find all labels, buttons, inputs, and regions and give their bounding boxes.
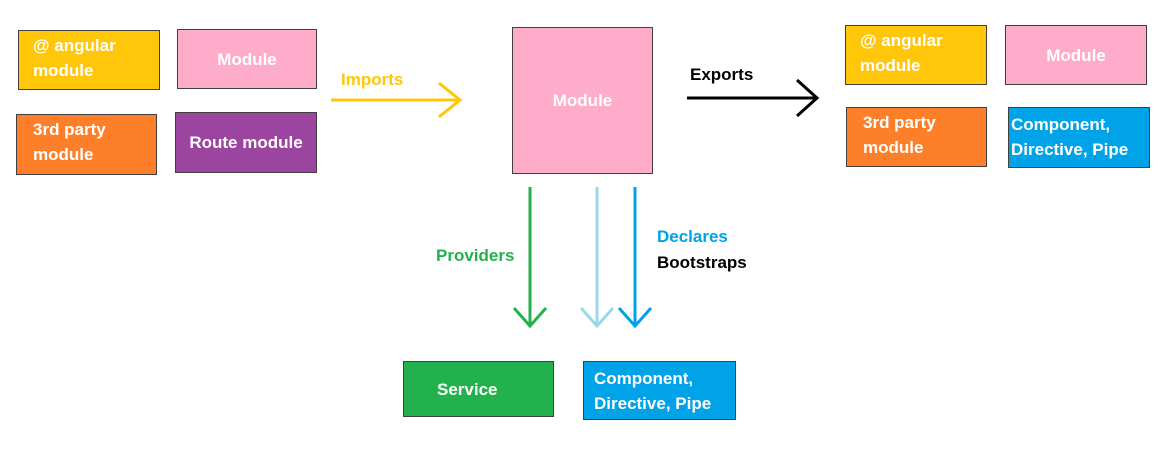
imports-label: Imports	[341, 70, 404, 89]
left-module-text: Module	[217, 49, 277, 69]
center-module-text: Module	[552, 91, 613, 110]
exports-label: Exports	[690, 65, 754, 84]
exports-arrow	[687, 78, 820, 118]
providers-label: Providers	[436, 246, 515, 265]
imports-arrow	[331, 81, 463, 119]
left-route-module-box: Route module	[175, 112, 317, 173]
service-text: Service	[437, 379, 498, 399]
right-third-party-module-box: 3rd party module	[846, 107, 987, 167]
right-third-party-module-text: 3rd party module	[863, 113, 936, 157]
right-module-text: Module	[1046, 45, 1106, 65]
center-module-box: Module	[512, 27, 653, 174]
bootstraps-arrow	[579, 187, 615, 329]
left-third-party-module-text: 3rd party module	[33, 120, 106, 164]
left-module-box: Module	[177, 29, 317, 89]
right-angular-module-text: @ angular module	[860, 31, 943, 75]
bootstraps-label: Bootstraps	[657, 253, 747, 272]
right-angular-module-box: @ angular module	[845, 25, 987, 85]
left-angular-module-text: @ angular module	[33, 36, 116, 80]
service-box: Service	[403, 361, 554, 417]
left-route-module-text: Route module	[189, 133, 303, 152]
bottom-component-box: Component, Directive, Pipe	[583, 361, 736, 420]
declares-arrow	[617, 187, 653, 329]
bottom-component-text: Component, Directive, Pipe	[594, 369, 712, 413]
providers-arrow	[512, 187, 548, 329]
left-angular-module-box: @ angular module	[18, 30, 160, 90]
left-third-party-module-box: 3rd party module	[16, 114, 157, 175]
right-component-text: Component, Directive, Pipe	[1011, 115, 1129, 159]
right-component-box: Component, Directive, Pipe	[1008, 107, 1150, 168]
right-module-box: Module	[1005, 25, 1147, 85]
declares-label: Declares	[657, 227, 728, 246]
